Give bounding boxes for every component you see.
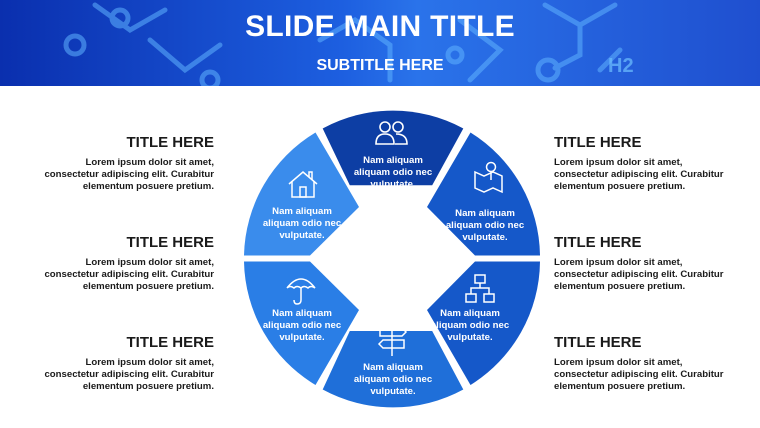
segment-line: aliquam odio nec <box>354 167 433 178</box>
block-line: consectetur adipiscing elit. Curabitur <box>554 169 724 180</box>
block-line: elementum posuere pretium. <box>82 181 214 192</box>
block-line: consectetur adipiscing elit. Curabitur <box>44 269 214 280</box>
segment-line: vulputate. <box>447 332 492 343</box>
segment-line: vulputate. <box>279 332 324 343</box>
segment-line: aliquam odio nec <box>446 220 525 231</box>
segment-line: vulputate. <box>462 232 507 243</box>
block-line: elementum posuere pretium. <box>554 381 686 392</box>
segment-line: vulputate. <box>370 179 415 190</box>
block-line: Lorem ipsum dolor sit amet, <box>85 357 214 368</box>
segment-line: Nam aliquam <box>440 308 500 319</box>
block-line: Lorem ipsum dolor sit amet, <box>554 257 683 268</box>
block-line: consectetur adipiscing elit. Curabitur <box>44 369 214 380</box>
segment-line: Nam aliquam <box>272 308 332 319</box>
block-line: Lorem ipsum dolor sit amet, <box>85 157 214 168</box>
segment-2: Nam aliquam aliquam odio nec vulputate. <box>427 132 540 256</box>
segment-shape <box>244 132 359 256</box>
segment-shape <box>322 331 464 408</box>
right-block-3: TITLE HERE Lorem ipsum dolor sit amet, c… <box>554 334 744 393</box>
right-block-1: TITLE HERE Lorem ipsum dolor sit amet, c… <box>554 134 744 193</box>
users-icon <box>375 121 408 145</box>
umbrella-icon <box>286 278 316 305</box>
header-banner: H2 SLIDE MAIN TITLE SUBTITLE HERE <box>0 0 760 86</box>
segment-4: Nam aliquam aliquam odio nec vulputate. <box>322 324 464 408</box>
segment-line: aliquam odio nec <box>354 374 433 385</box>
block-line: elementum posuere pretium. <box>554 281 686 292</box>
slide-title: SLIDE MAIN TITLE <box>245 10 515 43</box>
segment-line: vulputate. <box>370 386 415 397</box>
segment-shape <box>322 110 464 186</box>
block-title: TITLE HERE <box>554 134 642 151</box>
segment-line: Nam aliquam <box>363 155 423 166</box>
block-line: consectetur adipiscing elit. Curabitur <box>44 169 214 180</box>
chem-label: H2 <box>608 55 634 77</box>
block-line: elementum posuere pretium. <box>82 381 214 392</box>
block-line: consectetur adipiscing elit. Curabitur <box>554 269 724 280</box>
segment-line: aliquam odio nec <box>263 218 342 229</box>
block-title: TITLE HERE <box>554 334 642 351</box>
block-title: TITLE HERE <box>126 134 214 151</box>
house-icon <box>288 171 318 198</box>
segment-line: Nam aliquam <box>363 362 423 373</box>
block-line: elementum posuere pretium. <box>554 181 686 192</box>
block-title: TITLE HERE <box>126 334 214 351</box>
slide-subtitle: SUBTITLE HERE <box>316 57 444 74</box>
block-line: Lorem ipsum dolor sit amet, <box>554 157 683 168</box>
left-block-3: TITLE HERE Lorem ipsum dolor sit amet, c… <box>24 334 214 393</box>
block-title: TITLE HERE <box>126 234 214 251</box>
segment-line: vulputate. <box>279 230 324 241</box>
segment-1: Nam aliquam aliquam odio nec vulputate. <box>322 110 464 190</box>
block-line: Lorem ipsum dolor sit amet, <box>554 357 683 368</box>
segment-3: Nam aliquam aliquam odio nec vulputate. <box>427 261 540 385</box>
block-line: consectetur adipiscing elit. Curabitur <box>554 369 724 380</box>
segment-6: Nam aliquam aliquam odio nec vulputate. <box>244 132 359 256</box>
segment-shape <box>427 261 540 385</box>
block-title: TITLE HERE <box>554 234 642 251</box>
map-pin-icon <box>474 161 503 194</box>
segment-line: Nam aliquam <box>272 206 332 217</box>
segment-shape <box>427 132 540 256</box>
segment-line: Nam aliquam <box>455 208 515 219</box>
segment-5: Nam aliquam aliquam odio nec vulputate. <box>244 261 359 385</box>
block-line: Lorem ipsum dolor sit amet, <box>85 257 214 268</box>
hierarchy-icon <box>465 274 495 303</box>
segment-line: aliquam odio nec <box>263 320 342 331</box>
signpost-icon <box>377 324 408 356</box>
left-block-2: TITLE HERE Lorem ipsum dolor sit amet, c… <box>24 234 214 293</box>
segment-line: aliquam odio nec <box>431 320 510 331</box>
block-line: elementum posuere pretium. <box>82 281 214 292</box>
chemistry-background: H2 <box>63 2 634 86</box>
segment-shape <box>244 261 359 385</box>
left-block-1: TITLE HERE Lorem ipsum dolor sit amet, c… <box>24 134 214 193</box>
right-block-2: TITLE HERE Lorem ipsum dolor sit amet, c… <box>554 234 744 293</box>
